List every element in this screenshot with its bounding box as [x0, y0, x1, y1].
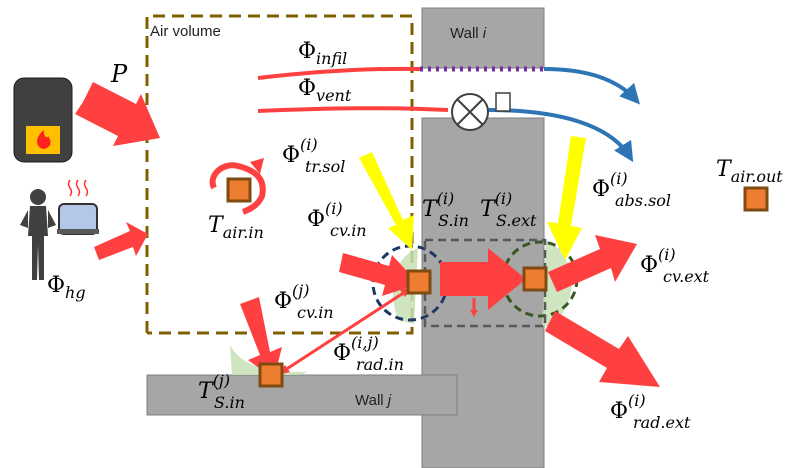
label-phi-rad-in: Φ(i,j)rad.in	[333, 333, 404, 374]
node-t-s-ext-i	[522, 266, 548, 292]
person-icon	[20, 206, 56, 280]
label-t-s-in-i: T(i)S.in	[422, 189, 469, 230]
label-t-s-ext-i: T(i)S.ext	[480, 189, 537, 230]
air-volume-label: Air volume	[150, 23, 221, 40]
label-phi-infil: Φinfil	[298, 39, 347, 68]
node-t-air-in	[226, 177, 252, 203]
line-rad-in	[281, 288, 409, 374]
label-phi-tr-sol: Φ(i)tr.sol	[282, 135, 345, 176]
wall-i-label: Wall i	[450, 25, 487, 42]
line-vent	[257, 106, 449, 113]
arrow-tr-sol	[359, 152, 414, 250]
arrow-hg	[94, 222, 148, 260]
arrow-heater-p	[75, 82, 160, 146]
node-t-air-out	[743, 186, 769, 212]
arrow-cv-ext	[548, 235, 637, 292]
arrow-infil-out	[543, 67, 641, 105]
arrow-small-down-head	[470, 310, 478, 317]
surface-glow-wall-j	[230, 345, 308, 375]
label-t-air-out: Tair.out	[716, 157, 783, 186]
wall-i	[421, 7, 545, 69]
wall-j	[146, 374, 458, 416]
fan-x-2	[456, 98, 484, 126]
label-p: P	[110, 60, 128, 88]
arrow-cv-in-i	[339, 253, 419, 296]
label-phi-hg: Φhg	[47, 273, 86, 302]
label-t-s-in-j: T(j)S.in	[198, 371, 245, 412]
label-phi-abs-sol: Φ(i)abs.sol	[592, 169, 671, 210]
arrow-vent-out	[487, 108, 634, 163]
arrow-rad-ext	[545, 311, 660, 387]
label-phi-cv-in-j: Φ(j)cv.in	[274, 281, 334, 322]
air-mix-head	[250, 158, 264, 174]
air-mix-icon	[209, 162, 266, 215]
flame-icon	[37, 130, 51, 149]
label-phi-cv-in-i: Φ(i)cv.in	[307, 199, 367, 240]
arrow-conduction	[440, 248, 526, 310]
label-phi-rad-ext: Φ(i)rad.ext	[610, 391, 691, 432]
fan-housing	[495, 92, 511, 112]
line-infil	[257, 66, 421, 80]
node-t-s-in-i	[406, 269, 432, 295]
laptop-base	[57, 229, 99, 234]
heat-waves-icon	[67, 179, 89, 197]
person-head	[30, 189, 46, 205]
wall-j-label: Wall j	[355, 392, 392, 409]
arrow-abs-sol	[547, 136, 586, 260]
label-phi-cv-ext: Φ(i)cv.ext	[640, 245, 710, 286]
label-t-air-in: Tair.in	[208, 213, 264, 242]
node-t-s-in-j	[258, 362, 284, 388]
arrow-cv-in-j	[240, 297, 282, 379]
label-phi-vent: Φvent	[298, 76, 352, 105]
